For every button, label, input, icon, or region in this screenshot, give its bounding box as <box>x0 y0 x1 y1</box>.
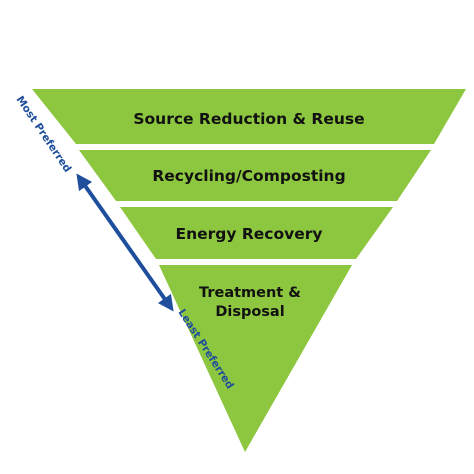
tier-3-label-line-1: Treatment & <box>199 285 301 301</box>
tier-3-label-line-2: Disposal <box>215 304 284 320</box>
tier-2-label: Energy Recovery <box>175 225 322 243</box>
tier-treatment-disposal <box>159 265 352 452</box>
tier-0-label: Source Reduction & Reuse <box>133 110 364 128</box>
preference-arrow <box>76 173 174 312</box>
tier-source-reduction <box>32 89 466 144</box>
tier-energy-recovery <box>120 207 393 259</box>
tier-1-label: Recycling/Composting <box>152 167 345 185</box>
